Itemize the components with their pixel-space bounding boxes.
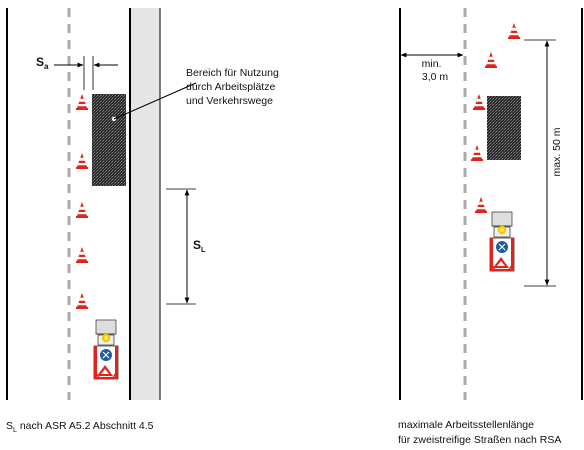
left-work-area — [92, 94, 126, 186]
traffic-cone-icon — [485, 52, 497, 68]
left-diagram: Sa SL Bereich für Nutzung durch Arbeitsp… — [6, 8, 282, 400]
min-value: 3,0 m — [422, 71, 449, 83]
traffic-cone-icon — [76, 247, 88, 263]
callout-text: Bereich für Nutzung durch Arbeitsplätze … — [186, 67, 282, 107]
right-caption-line-1: maximale Arbeitsstellenlänge — [398, 419, 534, 431]
callout-line-3: und Verkehrswege — [186, 95, 273, 107]
traffic-cone-icon — [76, 153, 88, 169]
callout-leader-line — [113, 82, 197, 120]
right-work-area — [487, 96, 521, 160]
traffic-cone-icon — [76, 202, 88, 218]
min-label: min. — [422, 58, 442, 70]
right-caption: maximale Arbeitsstellenlänge für zweistr… — [398, 418, 561, 448]
safety-vehicle-icon — [93, 319, 119, 380]
work-zone-diagram: Sa SL Bereich für Nutzung durch Arbeitsp… — [6, 8, 583, 400]
left-caption: SL nach ASR A5.2 Abschnitt 4.5 — [6, 419, 154, 438]
left-caption-sub: L — [13, 427, 17, 435]
right-diagram: min. 3,0 m max. 50 m — [399, 8, 583, 400]
traffic-cone-icon — [508, 23, 520, 39]
traffic-cone-icon — [76, 94, 88, 110]
sl-label: SL — [193, 238, 206, 254]
callout-line-1: Bereich für Nutzung — [186, 67, 279, 79]
min-width-label: min. 3,0 m — [422, 58, 449, 83]
traffic-cone-icon — [76, 293, 88, 309]
right-caption-line-2: für zweistreifige Straßen nach RSA — [398, 434, 562, 446]
left-caption-rest: nach ASR A5.2 Abschnitt 4.5 — [16, 420, 154, 432]
traffic-cone-icon — [473, 94, 485, 110]
sa-label: Sa — [36, 55, 49, 71]
traffic-cone-icon — [471, 145, 483, 161]
callout-line-2: durch Arbeitsplätze — [186, 81, 275, 93]
left-sidewalk — [130, 8, 160, 400]
traffic-cone-icon — [475, 197, 487, 213]
left-caption-s: S — [6, 420, 14, 432]
safety-vehicle-icon — [489, 211, 515, 272]
max-length-label: max. 50 m — [551, 127, 563, 176]
